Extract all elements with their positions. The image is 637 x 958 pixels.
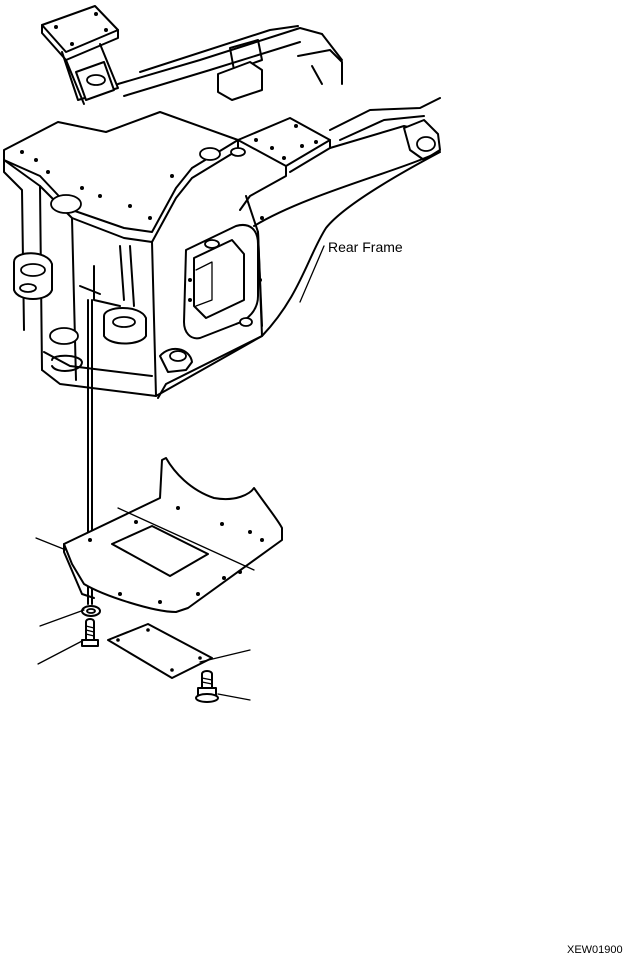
cross-beam-hole-right: [199, 147, 221, 161]
rear-frame-label: Rear Frame: [328, 239, 403, 255]
rear-frame: [3, 5, 441, 399]
leader-rear-frame: [299, 245, 325, 303]
leader-small-cover: [199, 649, 251, 663]
cross-beam-hole-left: [50, 194, 82, 214]
figure-code: XEW01900: [567, 944, 623, 956]
top-bracket-block: [217, 61, 263, 101]
washer: [81, 605, 101, 617]
under-cover-plate: [63, 457, 283, 613]
leader-bolt-left: [37, 639, 85, 665]
cross-beam-top: [3, 111, 239, 233]
cover-inspection-window: [111, 525, 209, 577]
leader-washer: [39, 609, 85, 627]
bolt-left: [81, 618, 99, 647]
leader-bolt-right: [217, 693, 251, 701]
lower-bracket-hole: [49, 327, 79, 345]
leader-under-cover: [35, 537, 67, 551]
bolt-right: [195, 670, 219, 703]
leader-lines: [35, 245, 325, 701]
small-cover-plate: [107, 623, 213, 679]
